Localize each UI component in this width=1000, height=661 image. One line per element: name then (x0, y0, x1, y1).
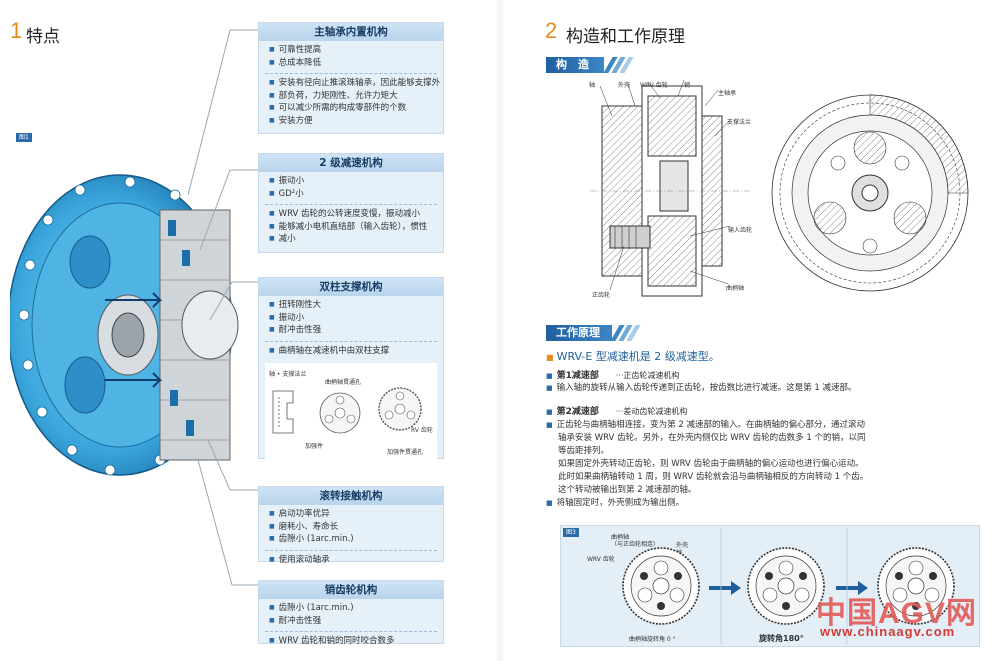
label-main-bearing: 主轴承 (718, 90, 737, 97)
label-spur-gear: 正齿轮 (592, 292, 611, 299)
principle-tag-stripes (610, 325, 641, 341)
fig3-label-outer: 外壳 (676, 542, 689, 549)
feature-box-pin-gear: 销齿轮机构 齿隙小 (1arc.min.) 耐冲击性强 WRV 齿轮和销的同时咬… (258, 580, 444, 646)
section-2-number: 2 (545, 18, 558, 43)
cross-section-drawing (590, 79, 750, 297)
feature-box-twin-support: 双柱支撑机构 扭转刚性大 振动小 耐冲击性强 曲柄轴在减速机中由双柱支撑 轴 •… (258, 277, 444, 459)
section-1-number: 1 (10, 18, 23, 43)
fig3-label-wrv: WRV 齿轮 (587, 556, 615, 563)
front-view-drawing (771, 94, 969, 292)
diagram-label-rv-gear: RV 齿轮 (411, 427, 433, 434)
twin-support-diagram: 轴 • 支撑法兰 曲柄轴贯通孔 加强件 加强件贯通孔 RV 齿轮 (265, 363, 437, 459)
feature-item: 启动功率优异 (269, 508, 443, 521)
feature-item: 齿隙小 (1arc.min.) (269, 533, 443, 546)
figure-3-panel: 图3 曲柄轴 （与正齿轮相连） WRV 齿轮 外壳 销 曲柄轴旋转角 0 ° 旋… (560, 525, 980, 647)
stage2-line: 如果固定外壳转动正齿轮，则 WRV 齿轮由于曲柄轴的偏心运动也进行偏心运动。 (558, 459, 864, 469)
stage2-label: 第2减速部 (556, 407, 599, 417)
reducer-cutaway-illustration (10, 174, 239, 476)
feature-item: 总成本降低 (269, 57, 443, 70)
principle-headline: ■WRV-E 型减速机是 2 级减速型。 (546, 350, 720, 363)
diagram-label-rib-hole: 加强件贯通孔 (387, 449, 424, 456)
feature-item: 扭转刚性大 (269, 299, 443, 312)
stage1-heading: ■第1减速部 ···正齿轮减速机构 (546, 371, 680, 381)
stage1-text-body: 输入轴的旋转从输入齿轮传递到正齿轮，按齿数比进行减速。这是第 1 减速部。 (556, 383, 857, 393)
stage2-line: 此时如果曲柄轴转动 1 周，则 WRV 齿轮就会沿与曲柄轴相反的方向转动 1 个… (558, 472, 869, 482)
feature-title: 2 级减速机构 (259, 154, 443, 172)
feature-item: 耐冲击性强 (269, 324, 443, 337)
feature-item: GD²小 (269, 188, 443, 201)
fig3-rotation-sequence (622, 528, 955, 644)
section-1-title: 特点 (26, 27, 60, 47)
construct-tag: 构 造 (546, 57, 604, 73)
stage2-desc: ···差动齿轮减速机构 (615, 407, 688, 416)
label-outer: 外壳 (618, 82, 631, 89)
feature-box-two-stage: 2 级减速机构 振动小 GD²小 WRV 齿轮的公转速度变慢，振动减小 能够减小… (258, 153, 444, 253)
figure-1-tag: 图1 (16, 133, 32, 142)
fig3-label-crank-sub: （与正齿轮相连） (611, 541, 660, 548)
label-shaft: 轴 (589, 82, 596, 89)
feature-detail: 部负荷，力矩刚性、允许力矩大 (269, 90, 443, 103)
feature-item: 磨耗小、寿命长 (269, 521, 443, 534)
feature-detail: 能够减小电机直结部（输入齿轮），惯性 (269, 221, 443, 234)
feature-title: 双柱支撑机构 (259, 278, 443, 296)
principle-tag: 工作原理 (546, 325, 612, 341)
feature-detail: 安装有径向止推滚珠轴承，因此能够支撑外 (269, 77, 443, 90)
page-gutter (495, 0, 505, 661)
stage2-text: ■正齿轮与曲柄轴相连接，变为第 2 减速部的输入。在曲柄轴的偏心部分，通过滚动 … (546, 420, 869, 508)
twin-support-sketch (272, 387, 422, 434)
feature-detail: 曲柄轴在减速机中由双柱支撑 (269, 345, 443, 358)
feature-detail: 减小 (269, 233, 443, 246)
feature-item: 振动小 (269, 312, 443, 325)
label-input-gear: 输入齿轮 (728, 227, 753, 234)
diagram-label-crank-hole: 曲柄轴贯通孔 (325, 379, 362, 386)
stage1-label: 第1减速部 (556, 371, 599, 381)
feature-item: 齿隙小 (1arc.min.) (269, 602, 443, 615)
stage1-text: ■输入轴的旋转从输入齿轮传递到正齿轮，按齿数比进行减速。这是第 1 减速部。 (546, 383, 857, 393)
feature-item: 可靠性提高 (269, 44, 443, 57)
construct-tag-stripes (603, 57, 634, 73)
stage2-line: 轴承安装 WRV 齿轮。另外，在外壳内侧仅比 WRV 齿轮的齿数多 1 个的销，… (558, 433, 866, 443)
fig3-label-angle180: 旋转角180° (759, 634, 804, 643)
stage2-last: 将轴固定时，外壳侧成为输出侧。 (556, 498, 685, 508)
label-pin: 销 (684, 82, 691, 89)
feature-title: 滚转接触机构 (259, 487, 443, 505)
watermark-logo-text: 中国AGV网 (816, 597, 978, 630)
fig3-label-angle0: 曲柄轴旋转角 0 ° (629, 636, 676, 643)
stage2-heading: ■第2减速部 ···差动齿轮减速机构 (546, 407, 688, 417)
feature-title: 销齿轮机构 (259, 581, 443, 599)
stage1-desc: ···正齿轮减速机构 (615, 371, 680, 380)
feature-detail: 使用滚动轴承 (269, 554, 443, 567)
feature-item: 耐冲击性强 (269, 615, 443, 628)
headline-text: WRV-E 型减速机是 2 级减速型。 (556, 350, 720, 363)
feature-box-main-bearing: 主轴承内置机构 可靠性提高 总成本降低 安装有径向止推滚珠轴承，因此能够支撑外 … (258, 22, 444, 134)
label-support-flange: 支撑法兰 (727, 119, 752, 126)
label-wrv-gear: WRV 齿轮 (640, 82, 668, 89)
feature-title: 主轴承内置机构 (259, 23, 443, 41)
stage2-line: 正齿轮与曲柄轴相连接，变为第 2 减速部的输入。在曲柄轴的偏心部分，通过滚动 (556, 420, 865, 430)
feature-box-rolling-contact: 滚转接触机构 启动功率优异 磨耗小、寿命长 齿隙小 (1arc.min.) 使用… (258, 486, 444, 565)
label-crank-shaft: 曲柄轴 (726, 285, 745, 292)
section-2-title: 构造和工作原理 (566, 27, 685, 47)
feature-detail: WRV 齿轮的公转速度变慢，振动减小 (269, 208, 443, 221)
watermark-url: www.chinaagv.com (820, 624, 956, 639)
feature-detail: 可以减少所需的构成零部件的个数 (269, 102, 443, 115)
stage2-line: 这个转动被输出到第 2 减速部的轴。 (558, 485, 697, 495)
feature-detail: 安装方便 (269, 115, 443, 128)
feature-item: 振动小 (269, 175, 443, 188)
diagram-label-rib: 加强件 (305, 443, 324, 450)
feature-detail: WRV 齿轮和销的同时咬合数多 (269, 635, 443, 648)
figure-3-tag: 图3 (563, 528, 579, 537)
callout-leader-lines (187, 29, 258, 586)
diagram-label-axis: 轴 • 支撑法兰 (269, 371, 307, 378)
fig3-label-crank: 曲柄轴 (611, 534, 630, 541)
stage2-line: 等齿距排列。 (558, 446, 610, 456)
